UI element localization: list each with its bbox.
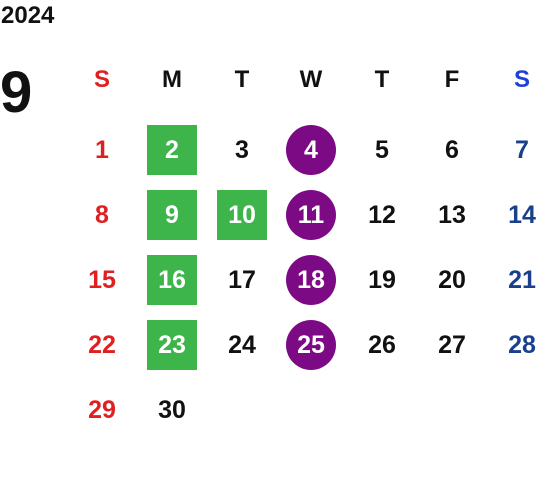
day-cell-3[interactable]: 3 <box>235 135 249 164</box>
day-cell-7[interactable]: 7 <box>515 135 529 164</box>
day-cell-6[interactable]: 6 <box>445 135 459 164</box>
day-cell-29[interactable]: 29 <box>88 395 116 424</box>
day-cell-27[interactable]: 27 <box>438 330 466 359</box>
weekday-header-tue: T <box>234 66 250 93</box>
day-cell-4[interactable]: 4 <box>286 125 336 175</box>
day-cell-28[interactable]: 28 <box>508 330 536 359</box>
day-cell-9[interactable]: 9 <box>147 190 197 240</box>
day-cell-10[interactable]: 10 <box>217 190 267 240</box>
weekday-header-mon: M <box>162 66 182 93</box>
day-cell-24[interactable]: 24 <box>228 330 256 359</box>
month-label: 9 <box>0 60 33 125</box>
day-cell-1[interactable]: 1 <box>95 135 109 164</box>
weekday-header-sat: S <box>513 66 530 93</box>
day-cell-12[interactable]: 12 <box>368 200 396 229</box>
day-cell-16[interactable]: 16 <box>147 255 197 305</box>
year-label: 2024 <box>1 2 55 29</box>
day-cell-26[interactable]: 26 <box>368 330 396 359</box>
day-cell-23[interactable]: 23 <box>147 320 197 370</box>
day-cell-17[interactable]: 17 <box>228 265 256 294</box>
weekday-header-sun: S <box>93 66 110 93</box>
weekday-header-thu: T <box>374 66 390 93</box>
day-cell-25[interactable]: 25 <box>286 320 336 370</box>
day-cell-14[interactable]: 14 <box>508 200 536 229</box>
day-cell-18[interactable]: 18 <box>286 255 336 305</box>
day-cell-8[interactable]: 8 <box>95 200 109 229</box>
weekday-header-fri: F <box>444 66 460 93</box>
day-cell-13[interactable]: 13 <box>438 200 466 229</box>
weekday-header-wed: W <box>299 66 323 93</box>
day-cell-5[interactable]: 5 <box>375 135 389 164</box>
day-cell-30[interactable]: 30 <box>158 395 186 424</box>
day-cell-20[interactable]: 20 <box>438 265 466 294</box>
day-cell-22[interactable]: 22 <box>88 330 116 359</box>
day-cell-19[interactable]: 19 <box>368 265 396 294</box>
day-cell-11[interactable]: 11 <box>286 190 336 240</box>
day-cell-15[interactable]: 15 <box>88 265 116 294</box>
day-cell-21[interactable]: 21 <box>508 265 536 294</box>
day-cell-2[interactable]: 2 <box>147 125 197 175</box>
